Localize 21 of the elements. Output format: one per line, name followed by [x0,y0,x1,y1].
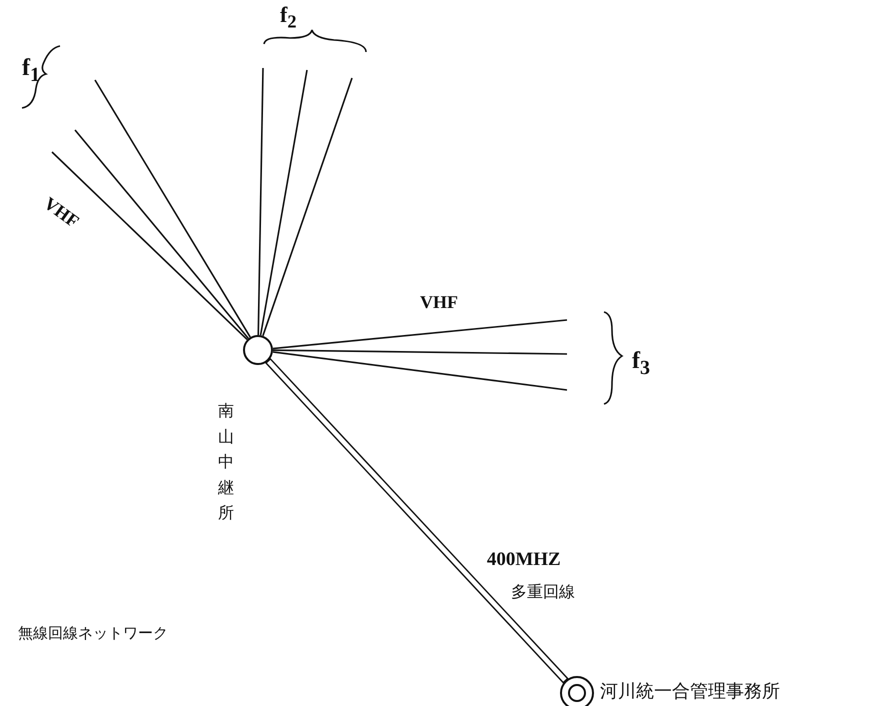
band-label: VHF [420,292,458,313]
radio-link-line [260,70,308,336]
band-label: VHF [40,193,83,232]
band-label: f$_{2}$ [280,2,296,32]
radio-link-line [272,319,568,350]
radio-link-line [51,151,248,340]
double-line [265,358,569,684]
circle-node [243,335,273,365]
station-name: 河川統一合管理事務所 [600,680,780,703]
band-label: f$_{3}$ [632,348,650,380]
radio-link-line [94,80,251,338]
radio-link-line [262,78,353,336]
radio-link-line [74,129,250,339]
band-label: f$_{1}$ [22,55,40,87]
edge-label: 400MHZ 多重回線 [486,548,576,603]
radio-link-line [272,349,568,355]
station-name: 南山中継所 [218,400,234,524]
double-circle-node [560,676,594,706]
radio-link-line [257,68,264,336]
radio-link-line [272,351,568,391]
diagram-caption: 無線回線ネットワーク [18,624,168,643]
